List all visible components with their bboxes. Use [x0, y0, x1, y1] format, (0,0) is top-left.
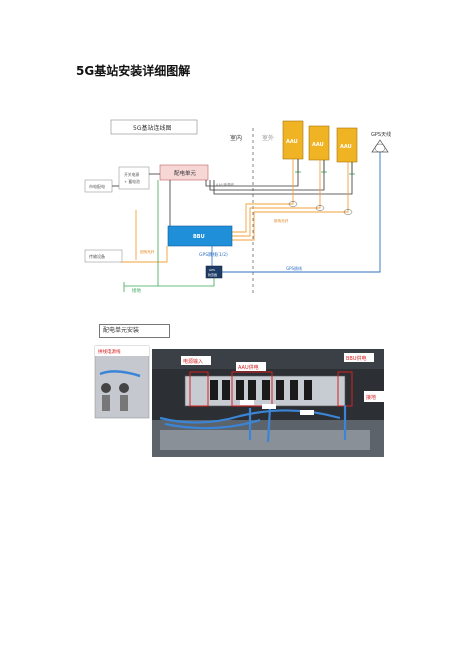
battery-label: + 蓄电池 [124, 179, 140, 184]
callout-power-input: 电源输入 [183, 358, 203, 365]
gps-surge-label-2: 防雷器 [208, 272, 217, 277]
bbu-label: BBU [193, 234, 205, 240]
inset-terminals [101, 383, 129, 411]
callout-bg-1 [181, 356, 211, 365]
fiber-coil-3 [343, 209, 353, 215]
gps-feeder-label: GPS馈线 [286, 265, 302, 271]
cable-tags [240, 400, 314, 415]
fiber-label: 前传光纤 [274, 218, 289, 223]
fiber-lines [120, 159, 349, 263]
aau-label-1: AAU [286, 139, 298, 145]
callout-ground: 接地 [366, 394, 376, 401]
gps-surge-label-1: GPS [209, 268, 215, 272]
diagram-title-box [110, 119, 198, 135]
power-unit-label: 配电单元 [174, 169, 197, 177]
aau-label-2: AAU [312, 142, 324, 148]
photo-section-title: 配电单元安装 [99, 324, 170, 338]
callout-bg-3 [344, 353, 374, 362]
switching-power-box [118, 166, 150, 190]
aau-unit-2: AAU [308, 125, 330, 161]
ground-line-1 [124, 180, 159, 287]
gps-antenna: GPS天线 [371, 131, 391, 153]
callout-bg-4 [364, 391, 384, 402]
ground-line-2 [158, 278, 215, 287]
transmission-fiber-label: 回传光纤 [140, 249, 155, 254]
mains-power-label: 市电配电 [89, 183, 105, 189]
indoor-label: 室内 [230, 134, 242, 142]
power-cable-label: AAU电源线 [216, 182, 234, 187]
aau-unit-3: AAU [336, 127, 358, 163]
power-distribution-unit [159, 164, 209, 181]
fiber-coil-2 [315, 205, 325, 211]
gps-feeder-line [222, 152, 381, 273]
connection-diagram: 5G基站连线图 室内 室外 AAU AAU AAU GPS天线 [84, 119, 391, 296]
switching-power-label: 开关电源 [124, 172, 139, 177]
diagram-title: 5G基站连线图 [133, 124, 171, 132]
fiber-coil-1 [288, 201, 298, 207]
ground-label: 接地 [132, 287, 141, 294]
gps-jumper-label: GPS跳线(1/2) [199, 251, 228, 258]
breaker-switches [210, 380, 312, 400]
gps-antenna-label: GPS天线 [371, 131, 391, 138]
page-title: 5G基站安装详细图解 [76, 64, 191, 78]
inset-cable [99, 370, 141, 378]
callout-aau-power: AAU供电 [238, 364, 259, 371]
aau-label-3: AAU [340, 144, 352, 150]
installation-photo: 电源输入 AAU供电 BBU供电 接地 拼线电源线 [94, 345, 384, 457]
transmission-device-box [84, 249, 123, 263]
callout-bbu-power: BBU供电 [346, 355, 367, 362]
transmission-device-label: 传输设备 [89, 253, 105, 259]
callout-bg-2 [236, 362, 266, 371]
power-lines [112, 159, 353, 228]
bbu-unit [167, 225, 233, 247]
outdoor-label: 室外 [262, 134, 274, 142]
aau-unit-1: AAU [282, 120, 304, 160]
inset-label: 拼线电源线 [98, 348, 121, 355]
